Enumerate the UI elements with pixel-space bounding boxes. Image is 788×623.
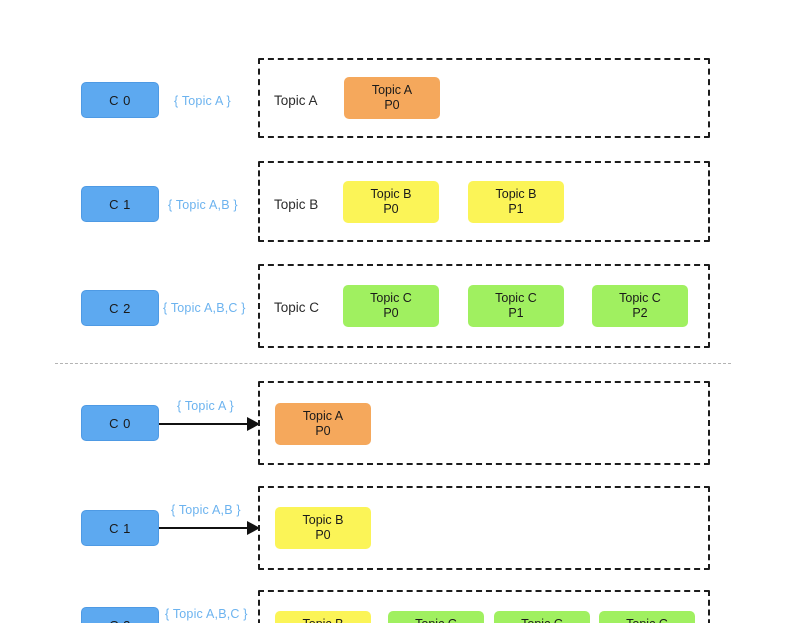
partition-topic-b-p1[interactable]: Topic B P1: [468, 181, 564, 223]
partition-topic: Topic C: [626, 617, 668, 623]
partition-topic: Topic A: [302, 409, 344, 423]
consumer-label: C 1: [109, 520, 131, 536]
assigned-partition-topic-b-p0[interactable]: Topic B P0: [275, 507, 371, 549]
partition-id: P2: [632, 306, 648, 320]
topic-name-b: Topic B: [274, 197, 319, 212]
partition-topic: Topic B: [370, 187, 412, 201]
assigned-partition-topic-a-p0[interactable]: Topic A P0: [275, 403, 371, 445]
assigned-partition-topic-c-p2[interactable]: Topic C P2: [599, 611, 695, 623]
consumer-c1-top[interactable]: C 1: [81, 186, 159, 222]
subscription-label-c2-top: { Topic A,B,C }: [163, 301, 246, 315]
consumer-c2-top[interactable]: C 2: [81, 290, 159, 326]
topic-name-a: Topic A: [274, 93, 318, 108]
arrow-c0-to-topic-a: [159, 417, 260, 431]
partition-id: P0: [383, 202, 399, 216]
partition-topic: Topic B: [303, 617, 344, 623]
partition-id: P0: [315, 528, 331, 542]
subscription-label-c0-bottom: { Topic A }: [177, 399, 234, 413]
topic-name-c: Topic C: [274, 300, 320, 315]
section-divider: [55, 363, 731, 364]
consumer-c0-bottom[interactable]: C 0: [81, 405, 159, 441]
partition-id: P0: [315, 424, 331, 438]
partition-topic: Topic B: [302, 513, 344, 527]
partition-topic: Topic C: [495, 291, 537, 305]
subscription-label-c1-bottom: { Topic A,B }: [171, 503, 241, 517]
assigned-partition-topic-c-p1[interactable]: Topic C P1: [494, 611, 590, 623]
consumer-label: C 0: [109, 415, 131, 431]
partition-topic: Topic C: [415, 617, 457, 623]
assigned-partition-topic-b-p1[interactable]: Topic B P1: [275, 611, 371, 623]
partition-id: P1: [508, 306, 524, 320]
partition-topic: Topic C: [521, 617, 563, 623]
consumer-c0-top[interactable]: C 0: [81, 82, 159, 118]
consumer-label: C 0: [109, 92, 131, 108]
partition-topic-b-p0[interactable]: Topic B P0: [343, 181, 439, 223]
partition-topic: Topic B: [495, 187, 537, 201]
assigned-partition-topic-c-p0[interactable]: Topic C P0: [388, 611, 484, 623]
partition-topic-c-p2[interactable]: Topic C P2: [592, 285, 688, 327]
subscription-label-c0-top: { Topic A }: [174, 94, 231, 108]
consumer-label: C 1: [109, 196, 131, 212]
consumer-label: C 2: [109, 300, 131, 316]
partition-topic: Topic C: [619, 291, 661, 305]
topic-container-a: [258, 58, 710, 138]
partition-id: P0: [383, 306, 399, 320]
consumer-label: C 2: [109, 618, 131, 623]
partition-topic-c-p0[interactable]: Topic C P0: [343, 285, 439, 327]
consumer-c1-bottom[interactable]: C 1: [81, 510, 159, 546]
arrow-c1-to-topic-b: [159, 521, 260, 535]
partition-topic-a-p0[interactable]: Topic A P0: [344, 77, 440, 119]
consumer-c2-bottom[interactable]: C 2: [81, 607, 159, 623]
partition-id: P0: [384, 98, 400, 112]
subscription-label-c1-top: { Topic A,B }: [168, 198, 238, 212]
partition-topic: Topic A: [371, 83, 413, 97]
partition-topic: Topic C: [370, 291, 412, 305]
partition-id: P1: [508, 202, 524, 216]
partition-topic-c-p1[interactable]: Topic C P1: [468, 285, 564, 327]
subscription-label-c2-bottom: { Topic A,B,C }: [165, 607, 248, 621]
